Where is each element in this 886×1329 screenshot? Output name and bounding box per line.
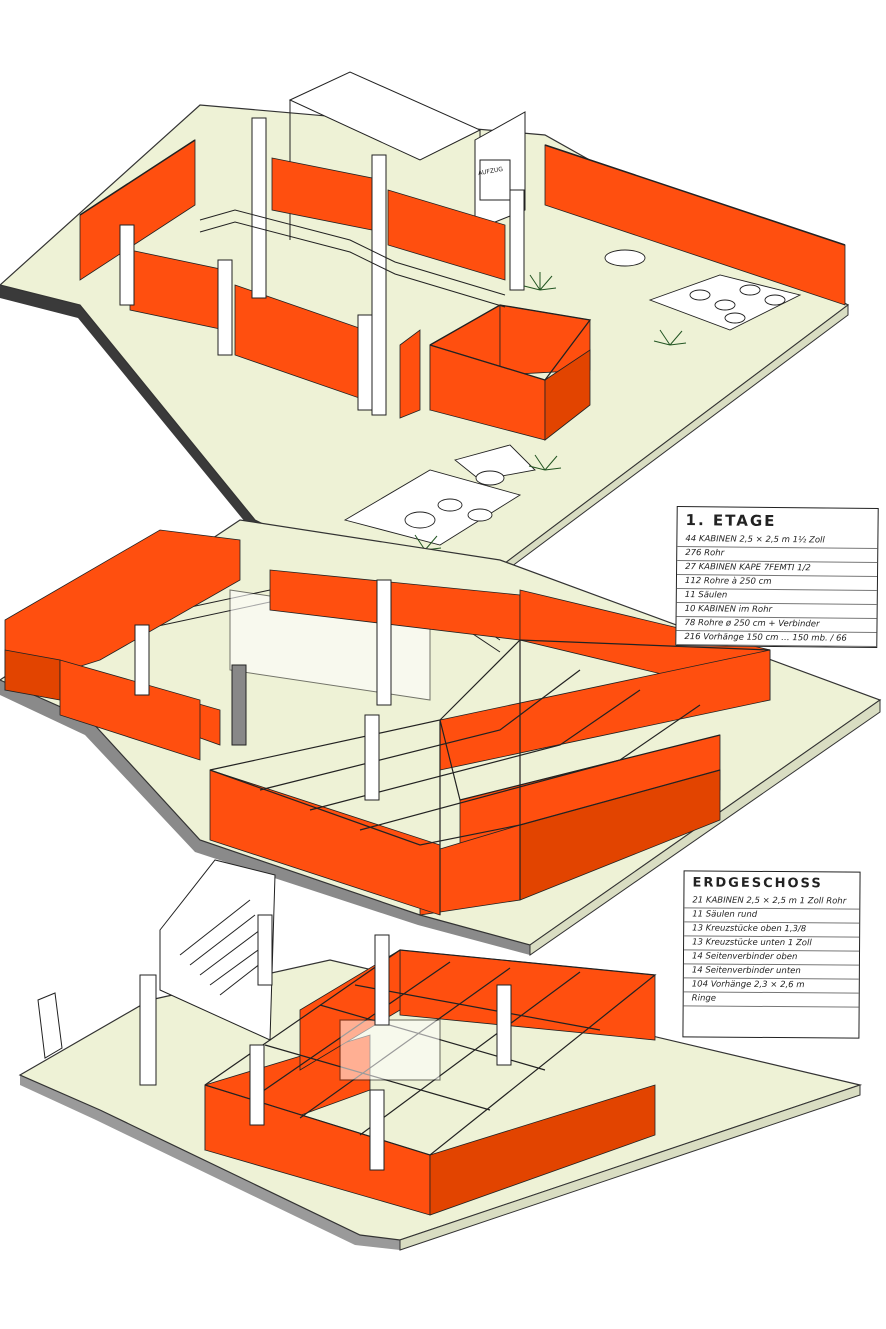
door-frame: [37, 992, 63, 1059]
lift-shaft: [288, 71, 526, 240]
note-erdgeschoss-title: ERDGESCHOSS: [692, 875, 823, 892]
note-erdgeschoss-line: 14 Seitenverbinder oben: [683, 950, 860, 966]
top-cabin-block: [429, 304, 592, 441]
note-erdgeschoss-line: 13 Kreuzstücke unten 1 Zoll: [684, 936, 860, 952]
palm-plant-icons: [408, 272, 687, 551]
note-erdgeschoss-line: 14 Seitenverbinder unten: [683, 964, 859, 980]
top-drape-back-middle: [271, 157, 506, 281]
note-erdgeschoss-line: 104 Vorhänge 2,3 × 2,6 m: [683, 978, 859, 994]
note-erdgeschoss-line: 21 KABINEN 2,5 × 2,5 m 1 Zoll Rohr: [684, 894, 860, 910]
top-floor-level: [0, 71, 850, 621]
note-erdgeschoss-line: Ringe: [683, 992, 859, 1008]
middle-cabins-grid: [59, 589, 771, 916]
note-erdgeschoss-line: 13 Kreuzstücke oben 1,3/8: [684, 922, 860, 938]
middle-pillars: [134, 579, 392, 801]
middle-frame-grid: [209, 639, 771, 915]
top-lounge: [343, 249, 802, 546]
top-drape-front-left: [129, 249, 421, 419]
ground-floor-edge: [20, 1075, 400, 1250]
ground-frame-grid: [204, 949, 657, 1156]
ground-floor-level: [18, 859, 863, 1251]
top-drape-left-back: [79, 139, 196, 281]
note-etage-title: 1. ETAGE: [685, 511, 777, 530]
top-drape-right-back: [544, 144, 846, 306]
middle-floor-edge: [0, 680, 530, 955]
note-erdgeschoss: ERDGESCHOSS 21 KABINEN 2,5 × 2,5 m 1 Zol…: [682, 870, 861, 1039]
top-pillars: [119, 117, 525, 416]
ground-pillars: [139, 914, 512, 1171]
middle-floor-level: [0, 519, 882, 956]
top-stair-railing: [199, 209, 506, 308]
note-erdgeschoss-line: 11 Säulen rund: [684, 908, 860, 924]
note-etage-line: 216 Vorhänge 150 cm … 150 mb. / 66: [676, 630, 877, 648]
note-etage: 1. ETAGE 44 KABINEN 2,5 × 2,5 m 1½ Zoll …: [675, 505, 879, 649]
